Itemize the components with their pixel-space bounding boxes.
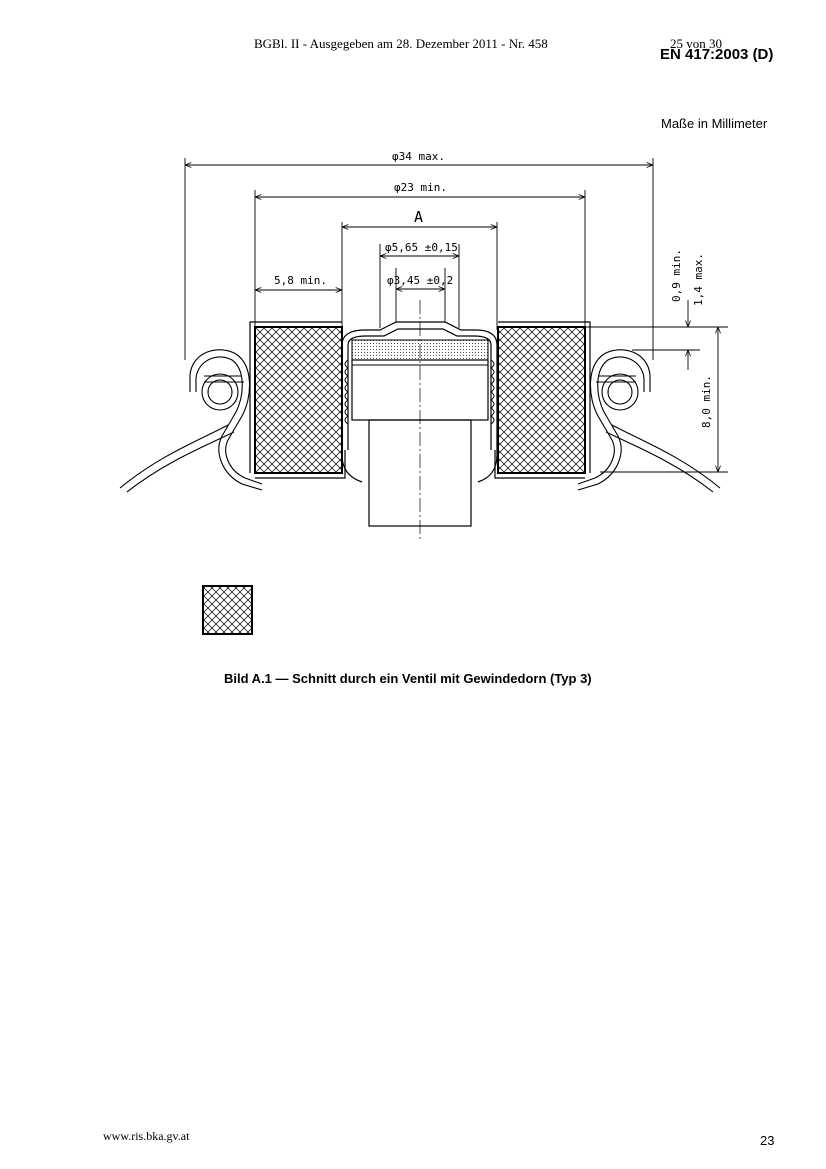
gazette-header: BGBl. II - Ausgegeben am 28. Dezember 20… [254, 36, 548, 51]
units-note: Maße in Millimeter [661, 116, 768, 131]
standard-number: EN 417:2003 (D) [660, 46, 774, 63]
dim-d23: φ23 min. [394, 181, 447, 194]
page-number: 23 [760, 1133, 775, 1148]
page-of-total: 25 von 30 [670, 36, 722, 51]
container-wall [119, 424, 721, 493]
dim-d34: φ34 max. [392, 150, 445, 163]
left-curl [189, 349, 263, 491]
left-gasket [254, 326, 343, 474]
dim-w58: 5,8 min. [274, 274, 327, 287]
dim-d345: φ3,45 ±0,2 [387, 274, 453, 287]
footer-url: www.ris.bka.gv.at [103, 1129, 190, 1143]
right-curl [577, 349, 651, 491]
dim-h14: 1,4 max. [692, 253, 705, 306]
figure-caption: Bild A.1 — Schnitt durch ein Ventil mit … [224, 671, 592, 686]
legend-hatch-square [202, 585, 253, 635]
dim-h80: 8,0 min. [700, 375, 713, 428]
mounting-cup [249, 321, 591, 483]
right-gasket [497, 326, 586, 474]
dim-h09: 0,9 min. [670, 249, 683, 302]
valve-section-drawing: φ34 max. φ23 min. A φ5,65 ±0,15 5,8 min.… [119, 150, 728, 635]
dim-d565: φ5,65 ±0,15 [385, 241, 458, 254]
thread [344, 359, 495, 425]
dim-a: A [414, 208, 423, 226]
